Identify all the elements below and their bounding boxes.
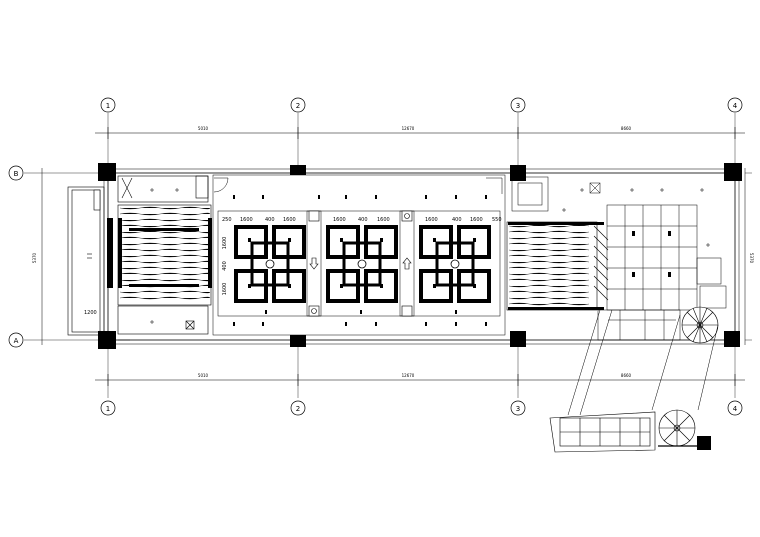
- svg-text:B: B: [14, 170, 19, 178]
- bottom-dimension-line: [95, 374, 745, 386]
- downlight-marks: [233, 195, 487, 326]
- top-dim-2: 12670: [402, 126, 415, 131]
- ceiling-dims-row: 250 1600 400 1600 1600 400 1600 1600 400…: [222, 217, 502, 223]
- side-dim-right: 5370: [749, 253, 754, 264]
- aisle-arrows: [309, 257, 412, 270]
- top-dim-3: 8660: [621, 126, 632, 131]
- left-balcony: [67, 186, 105, 336]
- spiral-stair-upper: [681, 306, 719, 344]
- bottom-dim-3: 8660: [621, 373, 632, 378]
- top-dimension-line: [95, 127, 745, 139]
- svg-text:4: 4: [733, 102, 738, 110]
- structural-columns: [98, 163, 742, 450]
- svg-text:550: 550: [492, 217, 502, 223]
- lower-right-room: [597, 309, 681, 341]
- fret-pattern-1: [234, 225, 306, 303]
- right-tiled-room: [511, 176, 727, 311]
- left-dim: 1200: [84, 310, 97, 316]
- grid-bubble-top-1: 1: [100, 97, 116, 113]
- side-dim-left: 5370: [32, 252, 37, 263]
- svg-text:400: 400: [452, 217, 462, 223]
- svg-text:1: 1: [106, 102, 110, 110]
- svg-text:3: 3: [516, 405, 520, 413]
- top-dim-1: 5010: [198, 126, 209, 131]
- svg-text:1600: 1600: [425, 217, 438, 223]
- grid-bubble-bottom-3: 3: [510, 400, 526, 416]
- side-dimension-line: [41, 168, 746, 345]
- svg-text:A: A: [14, 337, 19, 345]
- svg-text:1600: 1600: [333, 217, 346, 223]
- svg-text:1600: 1600: [222, 283, 228, 296]
- svg-text:400: 400: [358, 217, 368, 223]
- grid-lines: [24, 113, 752, 398]
- svg-text:1600: 1600: [283, 217, 296, 223]
- grid-bubble-top-2: 2: [290, 97, 306, 113]
- svg-text:1600: 1600: [240, 217, 253, 223]
- ceiling-dims-col: 1600 400 1600: [222, 237, 228, 296]
- fret-pattern-2: [326, 225, 398, 303]
- lower-mezzanine: [549, 411, 656, 453]
- fret-light-dots: [248, 238, 476, 288]
- svg-text:2: 2: [296, 102, 300, 110]
- projection-lines: [567, 309, 719, 416]
- bottom-dim-1: 5010: [198, 373, 209, 378]
- tile-fixtures: [632, 231, 671, 277]
- svg-text:4: 4: [733, 405, 738, 413]
- svg-text:400: 400: [265, 217, 275, 223]
- svg-text:2: 2: [296, 405, 300, 413]
- grid-bubble-row-b: B: [8, 165, 24, 181]
- svg-text:1: 1: [106, 405, 110, 413]
- left-wood-ceiling: [107, 204, 212, 306]
- grid-bubble-top-3: 3: [510, 97, 526, 113]
- spiral-stair-lower: [658, 409, 696, 447]
- grid-bubble-top-4: 4: [727, 97, 743, 113]
- door-swings: [118, 177, 503, 341]
- fret-pattern-3: [419, 225, 491, 303]
- svg-text:250: 250: [222, 217, 232, 223]
- svg-text:3: 3: [516, 102, 520, 110]
- svg-text:1600: 1600: [222, 237, 228, 250]
- left-small-rooms: [117, 175, 209, 335]
- svg-text:400: 400: [222, 261, 228, 271]
- bottom-dim-2: 12670: [402, 373, 415, 378]
- svg-text:1600: 1600: [470, 217, 483, 223]
- grid-bubble-bottom-1: 1: [100, 400, 116, 416]
- small-cross-marks: [150, 188, 710, 324]
- grid-bubble-bottom-2: 2: [290, 400, 306, 416]
- right-wood-ceiling: [506, 221, 609, 311]
- fret-center-fixtures: [265, 259, 460, 269]
- grid-bubble-bottom-4: 4: [727, 400, 743, 416]
- svg-text:1600: 1600: [377, 217, 390, 223]
- grid-bubble-row-a: A: [8, 332, 24, 348]
- aisle-fixtures: [308, 210, 413, 317]
